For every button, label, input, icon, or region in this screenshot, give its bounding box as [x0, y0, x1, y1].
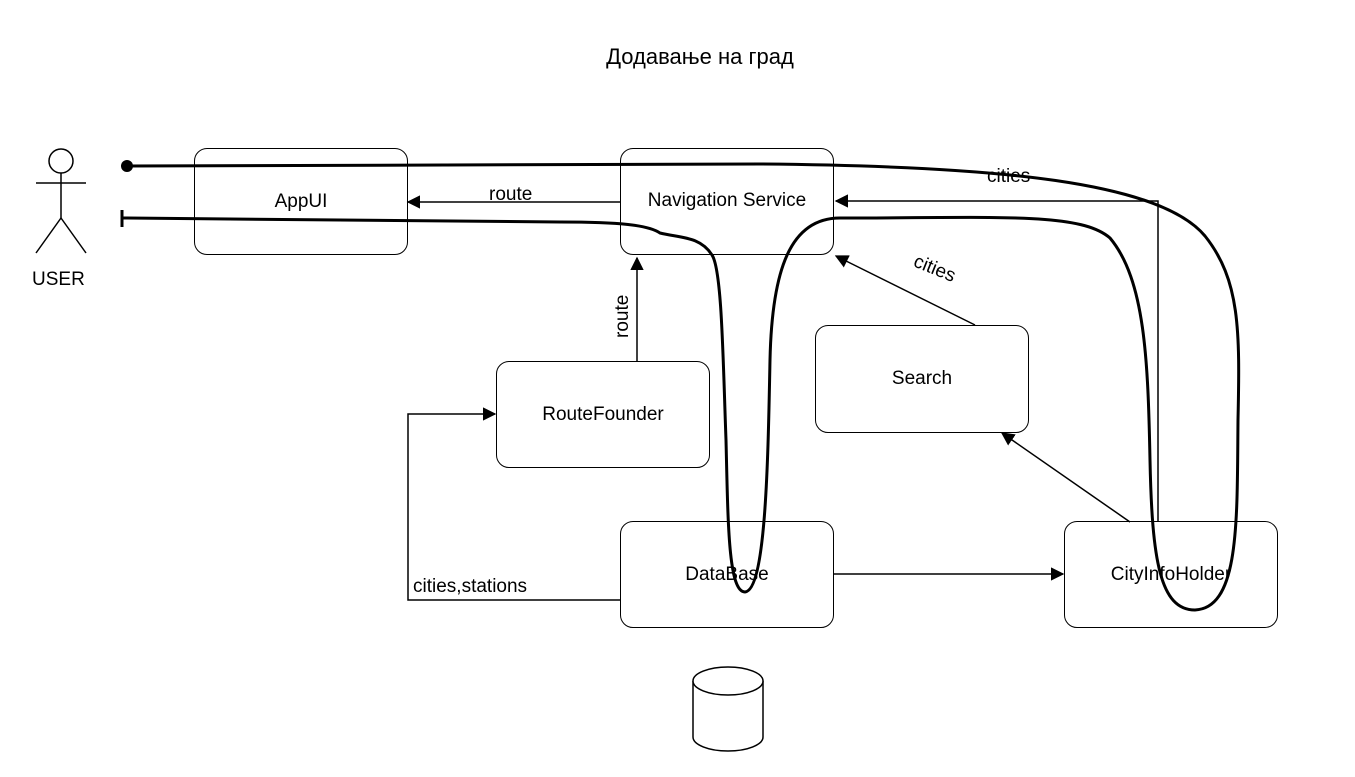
edge-label-route-appui: route: [489, 184, 533, 205]
database-cylinder-icon: [692, 666, 764, 752]
edge-search-to-navigation: [834, 255, 976, 326]
node-cityinfoholder[interactable]: CityInfoHolder: [1064, 521, 1278, 628]
node-database-label: DataBase: [685, 563, 769, 585]
edge-label-cities-stations: cities,stations: [413, 576, 528, 597]
node-navigation-service[interactable]: Navigation Service: [620, 148, 834, 255]
node-database[interactable]: DataBase: [620, 521, 834, 628]
user-label: USER: [32, 269, 85, 290]
node-search-label: Search: [891, 368, 953, 389]
node-appui[interactable]: AppUI: [194, 148, 408, 255]
edge-database-to-routefounder: [407, 407, 620, 601]
user-actor-icon: [35, 148, 87, 254]
edge-cityinfoholder-to-navigation: [834, 194, 1159, 522]
thick-line-user-cities: [121, 162, 1241, 612]
node-routefounder[interactable]: RouteFounder: [496, 361, 710, 468]
node-cityinfoholder-label: CityInfoHolder: [1110, 563, 1232, 585]
edge-label-cities-user: cities: [987, 166, 1031, 187]
node-search[interactable]: Search: [815, 325, 1029, 433]
diagram-title: Додавање на град: [606, 44, 794, 69]
edge-cityinfoholder-to-search: [1000, 432, 1131, 523]
edge-label-route-founder: route: [612, 294, 633, 338]
node-appui-label: AppUI: [274, 190, 328, 212]
node-routefounder-label: RouteFounder: [542, 403, 664, 425]
node-navigation-service-label: Navigation Service: [647, 189, 807, 212]
